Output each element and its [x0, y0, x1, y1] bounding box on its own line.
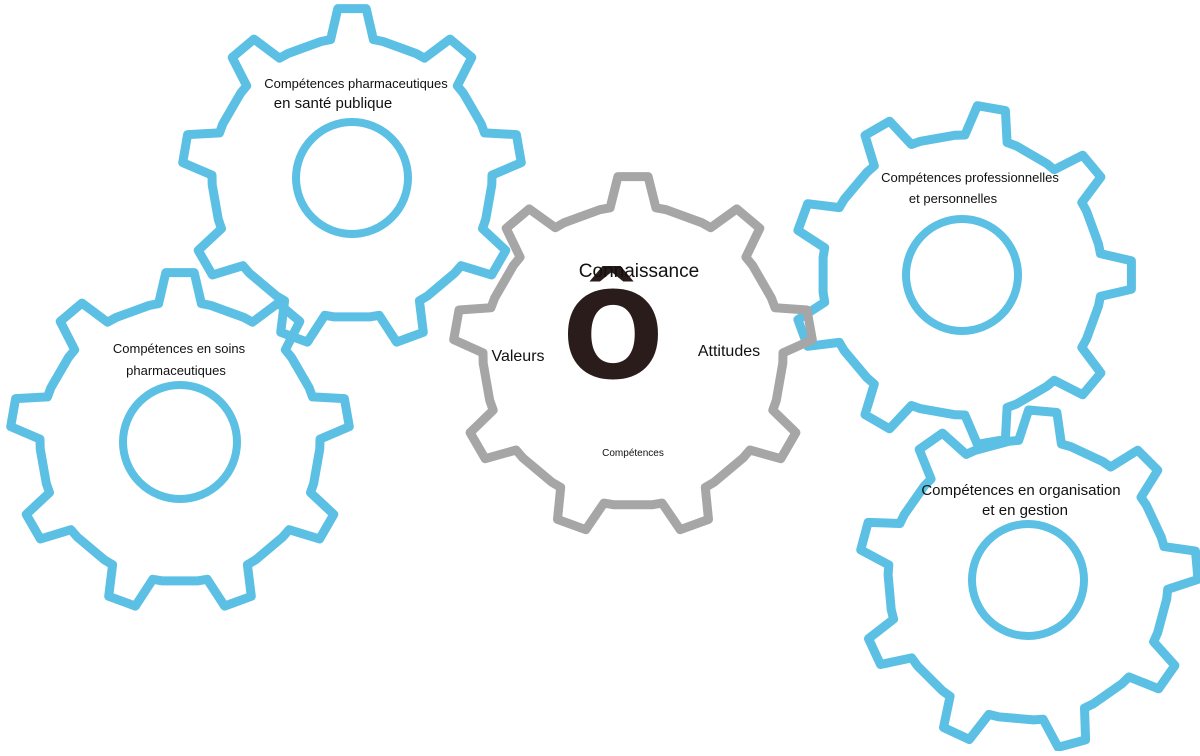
gear-professionnelles-label-line2: et personnelles — [909, 191, 998, 206]
gear-soins-label-line2: pharmaceutiques — [126, 363, 226, 378]
gear-soins — [6, 268, 354, 611]
gear-organisation-hub — [968, 520, 1088, 640]
gear-soins-hub — [119, 381, 241, 503]
gear-soins-outline — [6, 268, 354, 611]
gear-sante-publique-label-line1: Compétences pharmaceutiques — [264, 76, 448, 91]
gear-organisation-outline — [856, 405, 1200, 752]
center-letter: Ô — [562, 267, 664, 407]
gear-organisation — [856, 405, 1200, 752]
gear-organisation-label-line2: et en gestion — [982, 502, 1068, 519]
gear-sante-publique-label-line2: en santé publique — [274, 95, 392, 112]
gear-center — [449, 172, 817, 535]
gear-sante-publique — [178, 4, 526, 347]
center-label-valeurs: Valeurs — [491, 348, 544, 365]
gear-organisation-label-line1: Compétences en organisation — [921, 482, 1120, 499]
center-label-competences: Compétences — [602, 448, 664, 459]
gear-professionnelles-label-line1: Compétences professionnelles — [881, 170, 1059, 185]
center-label-attitudes: Attitudes — [698, 343, 760, 360]
gear-sante-publique-outline — [178, 4, 526, 347]
gear-sante-publique-hub — [292, 118, 412, 238]
gear-professionnelles-outline — [793, 101, 1136, 449]
center-label-connaissance: Connaissance — [579, 261, 699, 282]
gear-soins-label-line1: Compétences en soins — [113, 341, 246, 356]
gear-center-outline — [449, 172, 817, 535]
gear-professionnelles-hub — [902, 215, 1022, 335]
gear-professionnelles — [793, 101, 1136, 449]
